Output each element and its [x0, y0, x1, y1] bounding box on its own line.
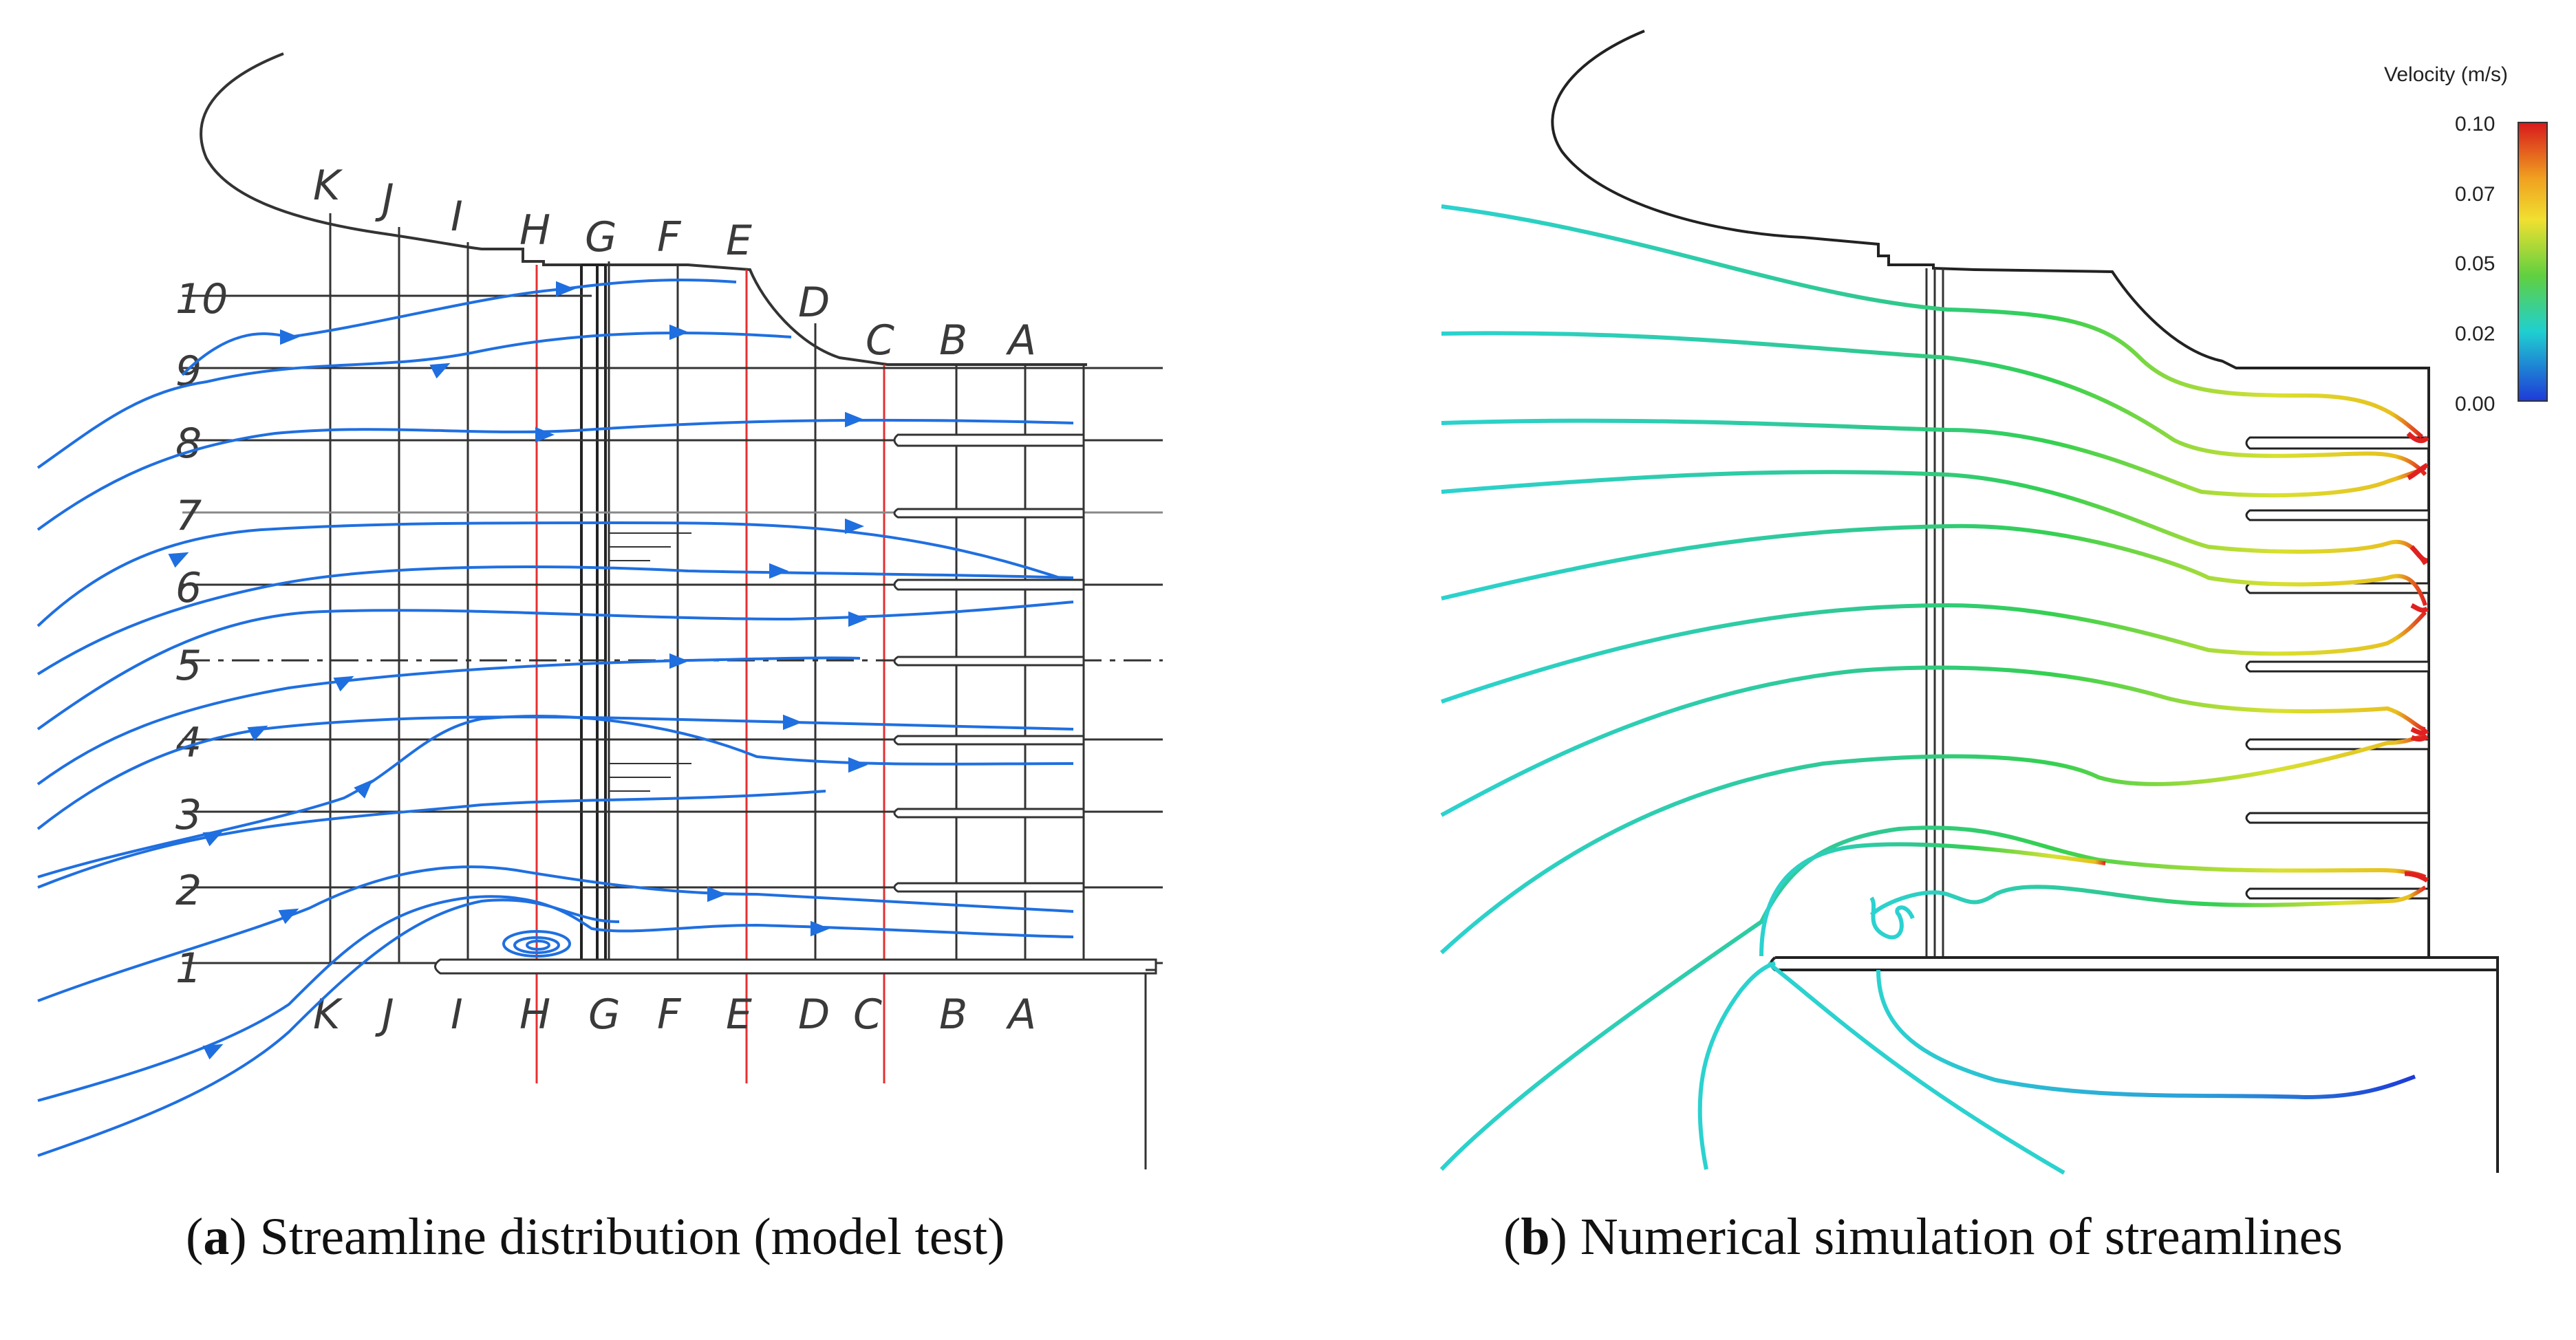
- section-label-K-bottom: K: [313, 991, 343, 1039]
- section-label-B: B: [939, 316, 967, 365]
- terrain-boundary-curve-sim: [1551, 30, 2430, 960]
- streamline: [37, 898, 620, 1157]
- level-label-10: 10: [175, 275, 228, 323]
- section-label-E-bottom: E: [726, 991, 752, 1039]
- section-label-C-bottom: C: [853, 991, 882, 1039]
- section-label-A-bottom: A: [1005, 991, 1036, 1039]
- caption-panel-a-letter: a: [203, 1208, 230, 1266]
- colorbar-gradient: [2518, 122, 2548, 402]
- streamline: [36, 656, 861, 786]
- colorbar-tick-label: 0.02: [2455, 323, 2495, 345]
- sim-streamline: [1441, 470, 2427, 565]
- level-label-2: 2: [175, 867, 202, 915]
- level-label-5: 5: [175, 642, 202, 690]
- section-label-G: G: [585, 213, 617, 261]
- sim-streamline: [1869, 896, 1915, 940]
- level-label-3: 3: [175, 791, 202, 839]
- velocity-colorbar: Velocity (m/s) 0.10 0.07 0.05 0.02 0.00: [2384, 63, 2548, 415]
- section-label-B-bottom: B: [939, 991, 967, 1039]
- level-label-8: 8: [175, 420, 202, 468]
- sim-streamline: [1869, 885, 2427, 917]
- inlet-slots-sim: [2245, 436, 2430, 900]
- streamline: [37, 715, 1074, 878]
- colorbar-tick-label: 0.10: [2455, 113, 2495, 136]
- colorbar-tick-label: 0.07: [2455, 183, 2495, 206]
- streamline: [429, 363, 451, 379]
- section-label-G-bottom: G: [588, 991, 621, 1039]
- section-label-D: D: [798, 279, 830, 327]
- streamline: [37, 895, 1074, 1102]
- streamline: [37, 865, 1074, 1002]
- streamline: [333, 676, 354, 692]
- section-label-E: E: [726, 217, 752, 265]
- inlet-slots: [893, 433, 1085, 893]
- sim-streamline: [1441, 331, 2427, 476]
- sim-streamline: [1440, 665, 2426, 817]
- sim-streamline: [2410, 726, 2429, 735]
- eddy-loop: [526, 940, 550, 951]
- sim-streamline: [1441, 418, 2427, 497]
- sim-streamline: [2406, 431, 2429, 444]
- section-label-J-bottom: J: [375, 991, 394, 1039]
- sim-streamline: [1697, 961, 1777, 1170]
- panel-b-simulation: Velocity (m/s) 0.10 0.07 0.05 0.02 0.00: [1439, 30, 2548, 1175]
- section-label-I: I: [451, 193, 463, 241]
- sim-streamline: [1767, 961, 2065, 1175]
- streamline: [36, 332, 792, 469]
- caption-panel-a: (a) Streamline distribution (model test): [186, 1208, 1005, 1266]
- streamline: [202, 830, 224, 847]
- panel-a-model-test: K J I H G F E D C B A K J I H G F E D C …: [36, 52, 1163, 1169]
- section-label-I-bottom: I: [451, 991, 463, 1039]
- streamline: [168, 552, 189, 568]
- sim-streamline: [1876, 969, 2416, 1100]
- platform-slab: [434, 958, 1157, 975]
- section-label-D-bottom: D: [798, 991, 830, 1039]
- sim-streamline: [2410, 734, 2429, 742]
- section-label-C: C: [866, 316, 894, 365]
- section-label-K: K: [313, 162, 343, 210]
- eddy-loop: [502, 930, 571, 958]
- streamline: [36, 565, 1074, 676]
- level-labels: 1 2 3 4 5 6 7 8 9 10: [175, 275, 228, 993]
- streamline: [36, 601, 1074, 731]
- sim-streamline: [1441, 523, 2427, 606]
- sim-streamline: [1439, 734, 2426, 955]
- sim-streamline: [1759, 842, 2106, 957]
- level-label-7: 7: [175, 492, 202, 540]
- caption-panel-b: (b) Numerical simulation of streamlines: [1503, 1208, 2343, 1266]
- sim-streamline: [2410, 603, 2429, 613]
- terrain-boundary-curve: [200, 52, 1087, 366]
- colorbar-tick-label: 0.00: [2455, 393, 2495, 415]
- streamline: [354, 779, 373, 799]
- colorbar-title: Velocity (m/s): [2384, 63, 2508, 86]
- section-label-F: F: [657, 213, 682, 261]
- caption-panel-b-letter: b: [1521, 1208, 1550, 1266]
- colorbar-tick-label: 0.05: [2455, 252, 2495, 275]
- streamline: [247, 725, 268, 742]
- simulated-streamlines: [1439, 204, 2429, 1175]
- eddy-loop: [513, 936, 560, 954]
- sim-streamline: [1441, 204, 2423, 439]
- streamline: [181, 279, 737, 376]
- section-label-F-bottom: F: [657, 991, 682, 1039]
- streamline: [202, 1044, 224, 1060]
- caption-panel-a-text: ) Streamline distribution (model test): [229, 1208, 1005, 1266]
- measured-streamlines: [36, 279, 1074, 1157]
- section-label-J: J: [375, 175, 394, 224]
- sim-streamline: [1439, 825, 2427, 1171]
- sim-streamline: [1441, 603, 2427, 704]
- streamline: [36, 418, 1074, 531]
- streamline: [278, 908, 299, 925]
- section-label-A: A: [1005, 316, 1036, 365]
- section-labels-bottom: K J I H G F E D C B A: [313, 991, 1036, 1039]
- section-label-H-bottom: H: [519, 991, 550, 1039]
- caption-panel-b-text: ) Numerical simulation of streamlines: [1549, 1208, 2343, 1266]
- sim-streamline: [2407, 462, 2429, 481]
- sim-streamline: [2409, 545, 2428, 563]
- section-label-H: H: [519, 206, 550, 255]
- streamline: [37, 790, 826, 889]
- sim-streamline: [2404, 871, 2429, 883]
